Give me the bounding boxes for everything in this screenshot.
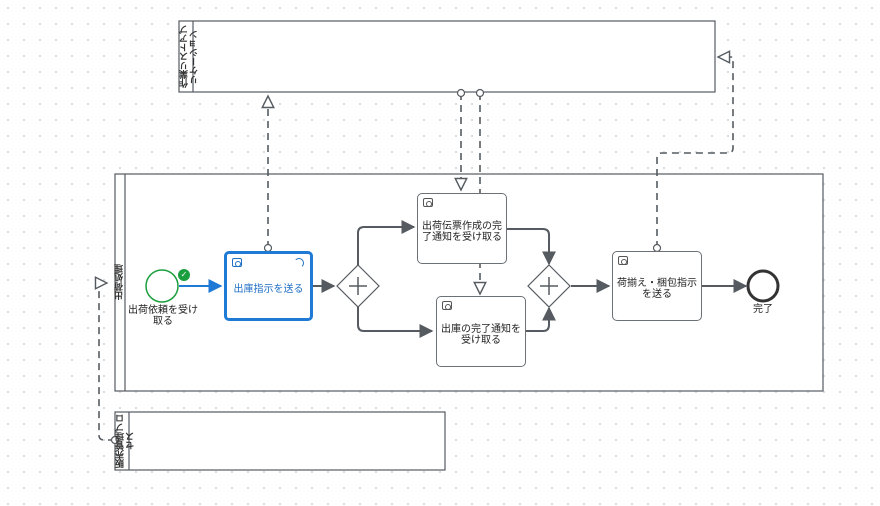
task-label: 荷揃え・梱包指示を送る <box>617 278 697 300</box>
task-label: 出庫の完了通知を受け取る <box>441 323 521 346</box>
task-warehouse-notification[interactable]: 出庫の完了通知を受け取る <box>436 296 526 367</box>
pool-work-app[interactable] <box>178 20 716 93</box>
pool-sales[interactable] <box>114 411 446 471</box>
pool-label-shipping: 出荷処理 <box>115 264 125 300</box>
sequence-flow-join-top[interactable] <box>507 228 556 266</box>
message-flow-packing[interactable] <box>656 57 734 248</box>
message-source-dot <box>475 88 485 98</box>
end-event[interactable] <box>746 269 780 303</box>
task-label: 出庫指示を送る <box>233 283 304 295</box>
user-task-icon <box>442 301 452 310</box>
user-task-icon <box>423 198 433 207</box>
message-flow-sales[interactable] <box>99 283 115 441</box>
task-slip-notification[interactable]: 出荷伝票作成の完了通知を受け取る <box>417 193 507 264</box>
task-shipping-instruction[interactable]: 出庫指示を送る <box>224 251 313 321</box>
message-source-dot <box>456 88 466 98</box>
start-event[interactable] <box>145 269 179 303</box>
spinner-icon <box>294 258 304 268</box>
task-label: 出荷伝票作成の完了通知を受け取る <box>422 220 502 243</box>
end-event-label: 完了 <box>753 304 773 315</box>
sequence-flow-join-bottom[interactable] <box>526 306 556 332</box>
user-task-icon <box>618 256 628 265</box>
sequence-flow-split-top[interactable] <box>357 220 416 265</box>
pool-label-sales: 販売管理プロセス <box>116 414 136 469</box>
check-icon: ✓ <box>178 269 190 281</box>
sequence-flow-split-bottom[interactable] <box>357 307 434 338</box>
message-source-dot <box>110 435 120 445</box>
parallel-gateway-split[interactable] <box>336 264 380 308</box>
flow-indicator-dot <box>209 283 215 289</box>
parallel-gateway-join[interactable] <box>527 264 571 308</box>
task-packing-instruction[interactable]: 荷揃え・梱包指示を送る <box>612 251 702 321</box>
pool-label-work-app: 作業リストアプリケーション <box>180 25 200 89</box>
user-task-icon <box>232 258 242 267</box>
start-event-label: 出荷依頼を受け取る <box>128 305 198 327</box>
